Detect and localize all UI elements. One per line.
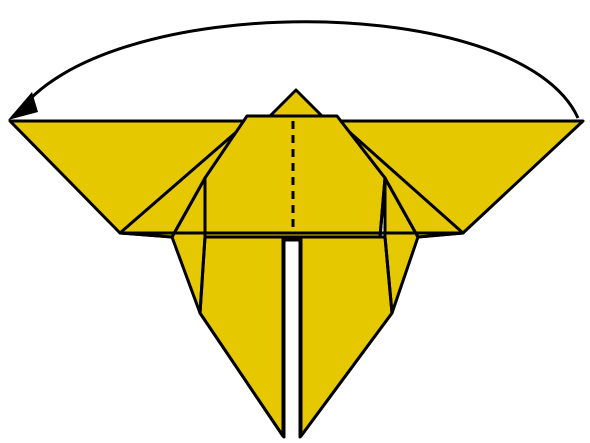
right-leg-inner: [301, 237, 392, 436]
left-leg-inner: [200, 237, 283, 436]
center-slit: [286, 241, 298, 436]
head-tip: [270, 90, 322, 116]
